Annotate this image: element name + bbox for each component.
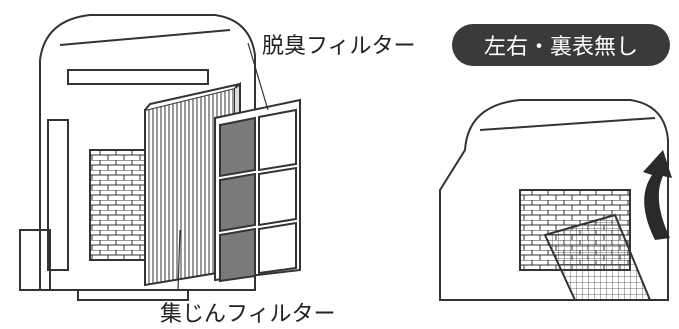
- purifier-unit-right: [439, 99, 669, 301]
- filter-cell: [219, 116, 256, 283]
- dust-filter-label: 集じんフィルター: [160, 302, 336, 327]
- deodorizing-filter-panel: [214, 98, 301, 283]
- filter-cell: [258, 108, 297, 275]
- leader-lines: [177, 42, 269, 291]
- deodorizing-filter-label: 脱臭フィルター: [262, 34, 416, 59]
- dust-filter-panel: [144, 81, 241, 287]
- note-badge: 左右・裏表無し: [452, 24, 670, 66]
- rotate-arrow-icon: [643, 150, 672, 240]
